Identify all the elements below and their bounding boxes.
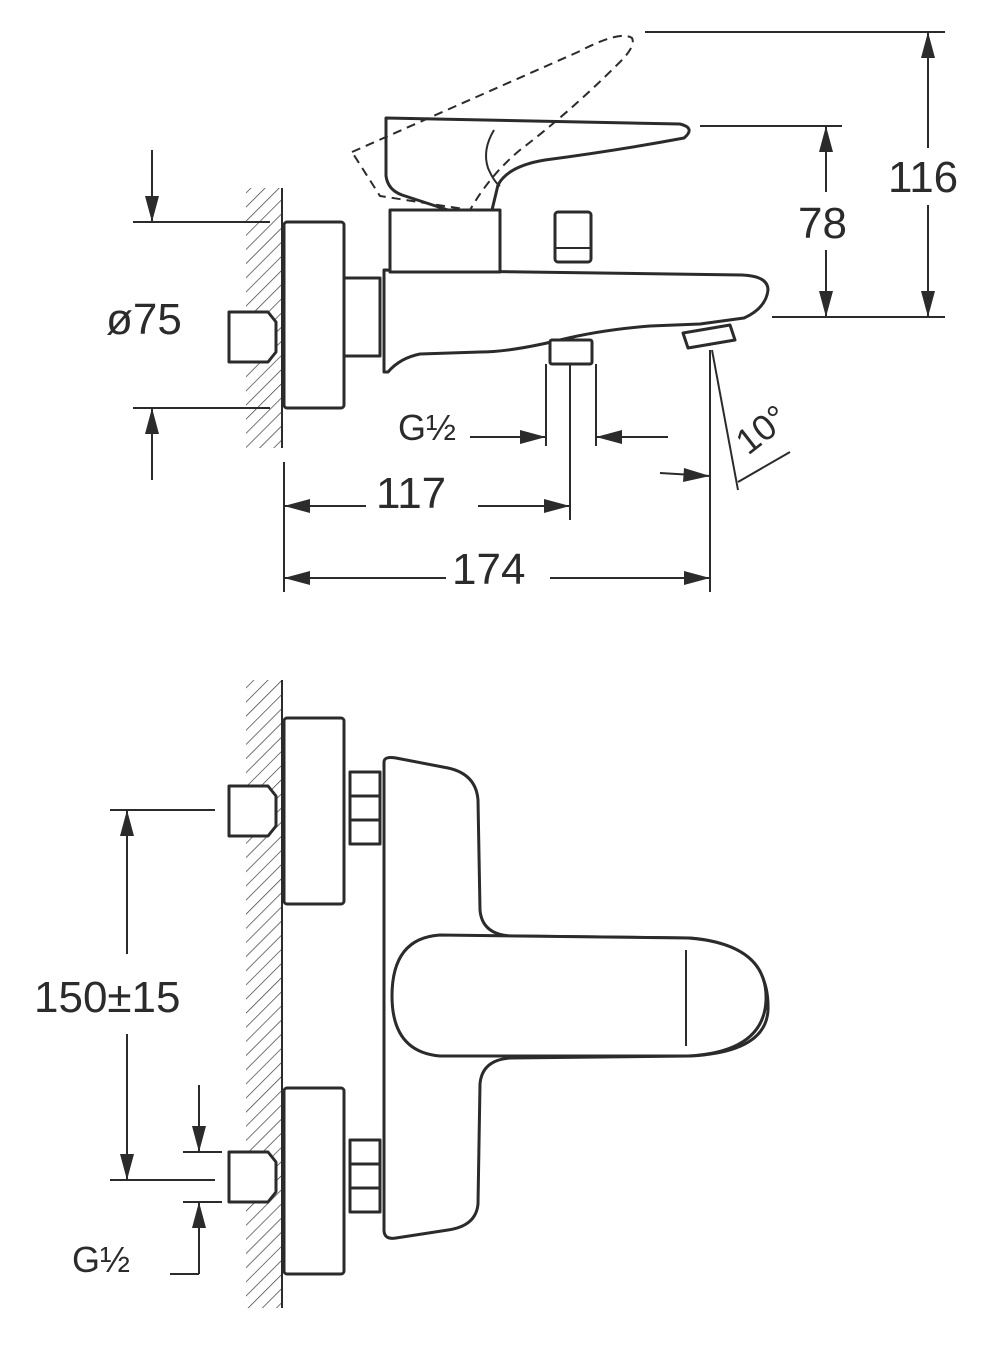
inlet-fitting-upper: [227, 784, 278, 838]
connector-upper-b: [348, 794, 382, 822]
connector-upper-a: [348, 770, 382, 798]
arrow-117-left: [284, 499, 310, 513]
wall-hatch-bottom: [246, 680, 282, 1308]
arrow-174-right: [684, 571, 710, 585]
dim-inlet-thread: G½: [72, 1239, 130, 1280]
arrow-116-top: [921, 32, 935, 58]
diverter-button: [553, 210, 593, 264]
dim-rosette-diameter: ø75: [106, 295, 182, 344]
arrow-78-top: [819, 126, 833, 152]
dim-inlet-spacing: 150±15: [34, 973, 181, 1022]
lever-side: [384, 116, 691, 212]
arrow-117-right: [544, 499, 570, 513]
dim-line-angle-right: [737, 451, 791, 483]
arrow-78-bottom: [819, 291, 833, 317]
arrow-174-left: [284, 571, 310, 585]
connector-upper-c: [348, 818, 382, 846]
connector-lower-c: [348, 1186, 382, 1214]
rosette-side: [282, 220, 346, 410]
dim-spout-angle: 10°: [728, 396, 796, 462]
dim-outlet-offset: 117: [376, 469, 446, 518]
arrow-116-bottom: [921, 291, 935, 317]
rosette-upper: [282, 716, 346, 906]
connector-lower-a: [348, 1138, 382, 1166]
lever-open-position: [350, 34, 634, 212]
spout-aerator: [681, 323, 737, 350]
inlet-fitting-side: [227, 310, 278, 364]
arrow-thread-top: [192, 1126, 206, 1152]
cartridge-column-side: [388, 208, 502, 274]
arrow-angle-left: [683, 468, 710, 482]
arrow-150-top: [120, 810, 134, 836]
spout-angle-line: [711, 349, 739, 491]
outlet-nipple: [548, 338, 594, 366]
connector-lower-b: [348, 1162, 382, 1190]
arrow-150-bottom: [120, 1154, 134, 1180]
arrow-outlet-right: [596, 430, 622, 444]
front-view: 150±15 G½: [34, 680, 770, 1308]
dim-height-overall: 116: [888, 153, 958, 202]
arrow-thread-bottom: [192, 1202, 206, 1228]
inlet-fitting-lower: [227, 1150, 278, 1204]
side-view: ø75 116 78 G½ 117: [106, 31, 958, 594]
arrow-rosette-top: [145, 196, 159, 222]
rosette-lower: [282, 1086, 346, 1276]
lever-inner-contour: [485, 129, 501, 187]
connector-side: [342, 276, 382, 358]
arrow-outlet-left: [520, 430, 546, 444]
arrow-rosette-bottom: [145, 408, 159, 434]
mixer-body-side: [382, 268, 770, 374]
dim-outlet-thread: G½: [398, 407, 456, 448]
dim-height-spout: 78: [798, 199, 847, 248]
lever-front: [390, 933, 768, 1058]
dim-depth-overall: 174: [452, 545, 525, 594]
